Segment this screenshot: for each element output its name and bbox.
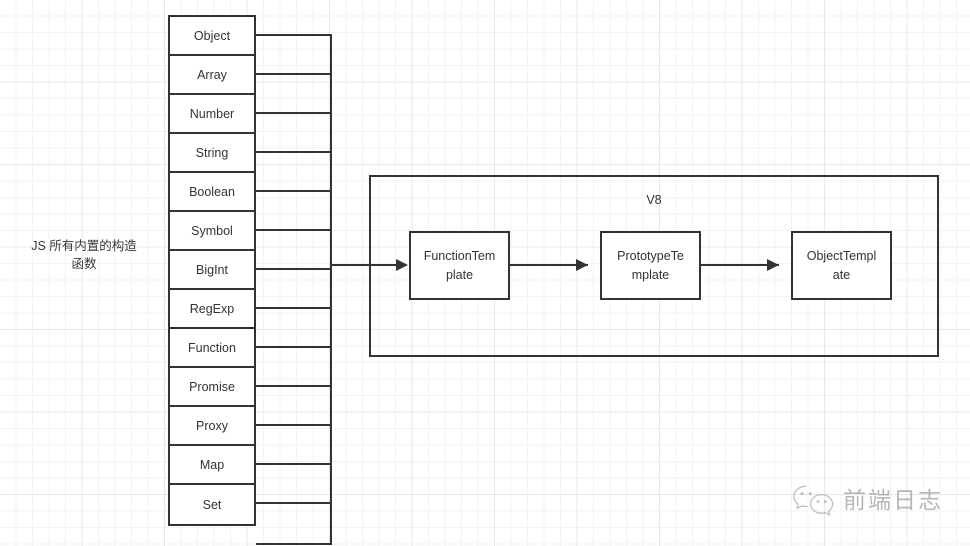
constructor-item-shadow — [256, 465, 330, 504]
prototype-to-object-arrowhead-icon — [767, 259, 779, 271]
constructor-item-shadow — [256, 114, 330, 153]
constructor-item-shadow — [256, 36, 330, 75]
constructor-item[interactable]: String — [170, 134, 254, 173]
constructor-item[interactable]: Set — [170, 485, 254, 524]
template-box-prototype-template: PrototypeTe mplate — [600, 231, 701, 300]
constructor-item[interactable]: Proxy — [170, 407, 254, 446]
function-to-prototype-connector-line — [510, 264, 588, 266]
prototype-to-object-connector-line — [701, 264, 779, 266]
constructor-item-shadow — [256, 192, 330, 231]
constructor-item[interactable]: Promise — [170, 368, 254, 407]
constructor-item-shadow — [256, 153, 330, 192]
constructors-caption: JS 所有内置的构造 函数 — [31, 239, 137, 271]
constructor-list-shadow-stack — [256, 34, 332, 545]
constructor-item[interactable]: Map — [170, 446, 254, 485]
constructor-item[interactable]: BigInt — [170, 251, 254, 290]
template-box-object-template: ObjectTempl ate — [791, 231, 892, 300]
constructor-item-shadow — [256, 309, 330, 348]
v8-container: V8 — [369, 175, 939, 357]
constructor-item-shadow — [256, 426, 330, 465]
constructor-item[interactable]: Symbol — [170, 212, 254, 251]
watermark: 前端日志 — [792, 484, 943, 518]
watermark-text: 前端日志 — [843, 487, 943, 514]
v8-title: V8 — [646, 193, 662, 207]
constructor-item[interactable]: Object — [170, 17, 254, 56]
list-to-v8-arrowhead-icon — [396, 259, 408, 271]
template-box-function-template: FunctionTem plate — [409, 231, 510, 300]
function-to-prototype-arrowhead-icon — [576, 259, 588, 271]
list-to-v8-connector-line — [332, 264, 400, 266]
constructor-item-shadow — [256, 348, 330, 387]
constructor-item[interactable]: Number — [170, 95, 254, 134]
constructor-item-shadow — [256, 387, 330, 426]
constructor-item[interactable]: RegExp — [170, 290, 254, 329]
constructor-item-shadow — [256, 270, 330, 309]
constructor-item[interactable]: Array — [170, 56, 254, 95]
constructor-item-shadow — [256, 504, 330, 543]
constructor-item-shadow — [256, 75, 330, 114]
constructor-item[interactable]: Function — [170, 329, 254, 368]
constructor-item[interactable]: Boolean — [170, 173, 254, 212]
wechat-icon — [792, 484, 836, 518]
constructor-item-shadow — [256, 231, 330, 270]
